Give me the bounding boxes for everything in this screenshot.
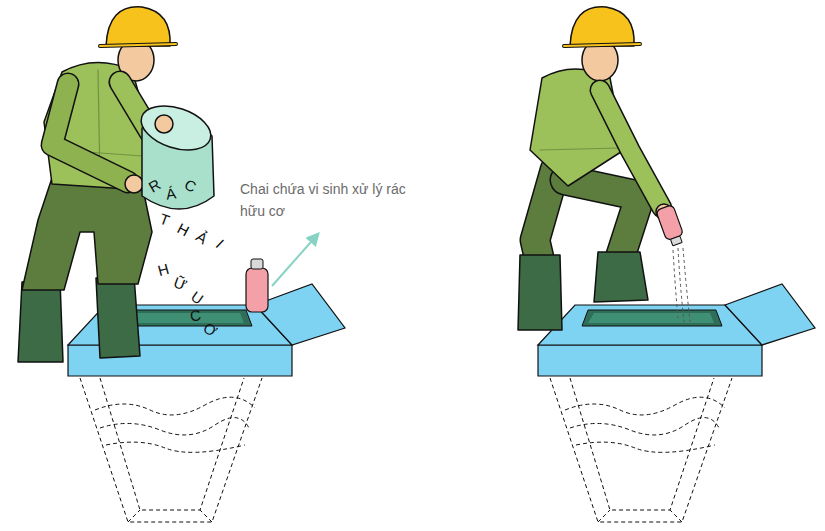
letter: Ả	[194, 228, 211, 246]
letter: I	[213, 237, 226, 251]
letter: Á	[165, 185, 177, 201]
letter: U	[189, 288, 206, 307]
leader-arrow	[272, 234, 318, 286]
callout-note: Chai chứa vi sinh xử lý rác hữu cơ	[240, 178, 410, 222]
letter: Ữ	[172, 274, 189, 292]
letter: C	[182, 176, 198, 194]
letter: C	[189, 307, 202, 324]
letter: H	[156, 261, 170, 278]
letter: T	[158, 211, 172, 228]
letter: R	[146, 176, 163, 194]
letter: Ơ	[201, 320, 220, 339]
letter: H	[175, 220, 192, 238]
